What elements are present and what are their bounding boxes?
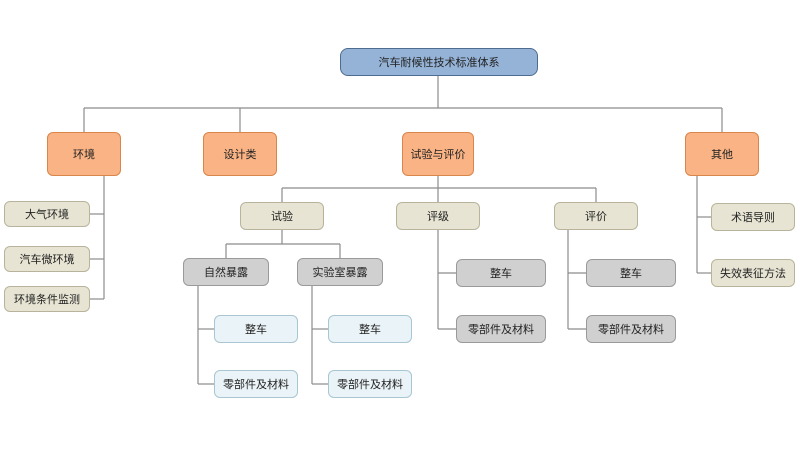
lab-vehicle: 整车 xyxy=(328,315,412,343)
natural-parts-materials: 零部件及材料 xyxy=(214,370,298,398)
other-failure-characterization: 失效表征方法 xyxy=(711,259,795,287)
evaluation-vehicle: 整车 xyxy=(586,259,676,287)
method-lab-exposure: 实验室暴露 xyxy=(297,258,383,286)
rating-parts-materials: 零部件及材料 xyxy=(456,315,546,343)
env-item-atmosphere: 大气环境 xyxy=(4,201,90,227)
group-rating: 评级 xyxy=(396,202,480,230)
category-test-evaluation: 试验与评价 xyxy=(402,132,474,176)
category-other: 其他 xyxy=(685,132,759,176)
root-node: 汽车耐候性技术标准体系 xyxy=(340,48,538,76)
env-item-monitoring: 环境条件监测 xyxy=(4,286,90,312)
env-item-vehicle-micro: 汽车微环境 xyxy=(4,246,90,272)
lab-parts-materials: 零部件及材料 xyxy=(328,370,412,398)
evaluation-parts-materials: 零部件及材料 xyxy=(586,315,676,343)
category-environment: 环境 xyxy=(47,132,121,176)
method-natural-exposure: 自然暴露 xyxy=(183,258,269,286)
group-evaluation: 评价 xyxy=(554,202,638,230)
group-test: 试验 xyxy=(240,202,324,230)
natural-vehicle: 整车 xyxy=(214,315,298,343)
category-design: 设计类 xyxy=(203,132,277,176)
rating-vehicle: 整车 xyxy=(456,259,546,287)
other-terminology-guide: 术语导则 xyxy=(711,203,795,231)
